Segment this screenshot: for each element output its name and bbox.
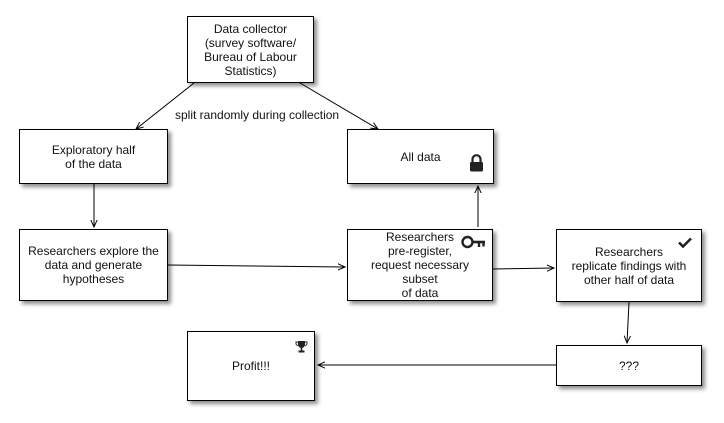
edge-label-split: split randomly during collection — [175, 108, 340, 122]
node-profit-label: Profit!!! — [231, 359, 270, 373]
key-icon — [461, 235, 487, 251]
trophy-icon — [295, 340, 308, 353]
edge-collector-to-exploratory — [136, 82, 195, 129]
node-unknown-step-label: ??? — [618, 358, 640, 373]
node-data-collector-label: Data collector (survey software/ Bureau … — [204, 21, 297, 78]
node-researchers-preregister[interactable]: Researchers pre-register, request necess… — [347, 229, 493, 301]
node-researchers-explore-label: Researchers explore the data and generat… — [28, 244, 159, 286]
lock-icon — [469, 154, 484, 172]
node-unknown-step[interactable]: ??? — [556, 345, 702, 386]
node-all-data-label: All data — [400, 149, 441, 164]
edge-collector-to-all-data — [299, 82, 378, 129]
edge-replicate-to-unknown — [627, 301, 629, 343]
node-researchers-preregister-label: Researchers pre-register, request necess… — [370, 230, 470, 300]
node-researchers-explore[interactable]: Researchers explore the data and generat… — [19, 229, 168, 301]
node-researchers-replicate-label: Researchers replicate findings with othe… — [571, 244, 687, 287]
node-profit[interactable]: Profit!!! — [187, 331, 315, 401]
node-data-collector[interactable]: Data collector (survey software/ Bureau … — [187, 16, 314, 83]
checkmark-icon — [678, 237, 692, 249]
node-exploratory-half[interactable]: Exploratory half of the data — [19, 129, 168, 184]
node-exploratory-half-label: Exploratory half of the data — [51, 142, 136, 171]
node-researchers-replicate[interactable]: Researchers replicate findings with othe… — [556, 229, 702, 302]
edge-explore-to-preregister — [167, 265, 345, 267]
edge-preregister-to-replicate — [492, 268, 554, 269]
node-all-data[interactable]: All data — [347, 129, 494, 184]
